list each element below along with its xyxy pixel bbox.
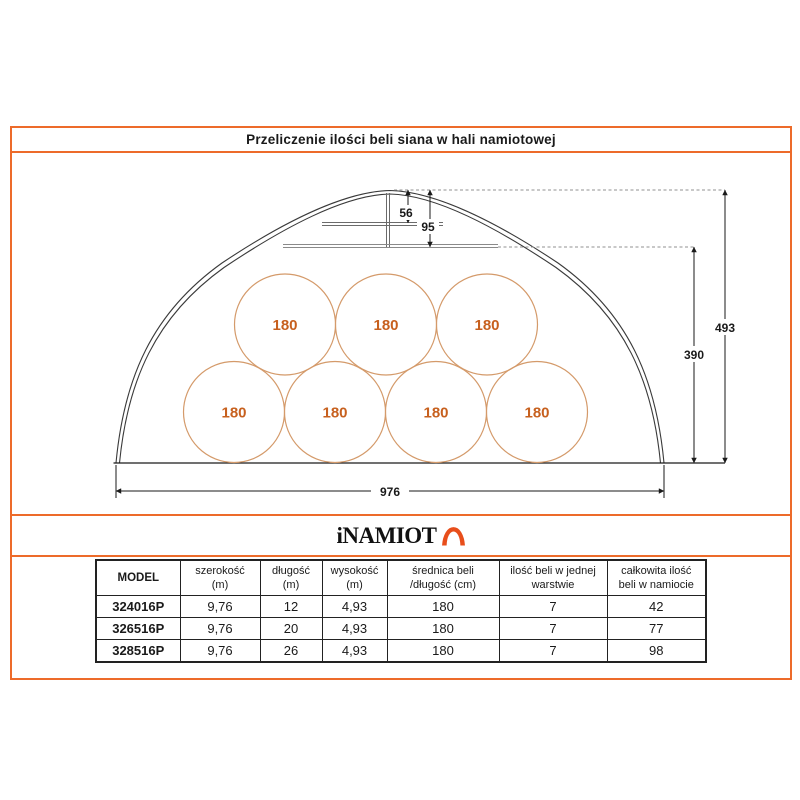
cell-model: 326516P xyxy=(95,617,181,640)
table-row: 328516P 9,76 26 4,93 180 7 98 xyxy=(95,639,707,663)
table-row: 326516P 9,76 20 4,93 180 7 77 xyxy=(95,617,707,640)
cell-total-bales: 42 xyxy=(606,595,707,618)
bale-diameter-label: 180 xyxy=(221,405,246,422)
bale-diameter-label: 180 xyxy=(524,405,549,422)
tent-icon xyxy=(441,527,465,546)
spec-table: MODEL szerokość (m) długość (m) wysokość… xyxy=(95,559,707,663)
brand-logo-text: iNAMIOT xyxy=(336,522,438,548)
cell-length: 12 xyxy=(259,595,323,618)
cell-bale-diameter: 180 xyxy=(386,617,500,640)
tent-diagram: 180 180 180 180 180 180 180 xyxy=(113,189,740,499)
cell-length: 20 xyxy=(259,617,323,640)
cell-total-bales: 98 xyxy=(606,639,707,663)
reference-dashed-lines xyxy=(394,189,725,248)
cell-bales-per-layer: 7 xyxy=(498,595,608,618)
spec-table-panel: MODEL szerokość (m) długość (m) wysokość… xyxy=(10,555,792,680)
hay-bales xyxy=(182,273,589,464)
sheet: Przeliczenie ilości beli siana w hali na… xyxy=(10,126,792,680)
cell-height: 4,93 xyxy=(321,595,388,618)
bale-circle xyxy=(435,273,539,376)
cell-height: 4,93 xyxy=(321,639,388,663)
title-bar: Przeliczenie ilości beli siana w hali na… xyxy=(10,126,792,153)
cell-width: 9,76 xyxy=(179,617,261,640)
table-header-row: MODEL szerokość (m) długość (m) wysokość… xyxy=(95,559,707,596)
bale-diameter-label: 180 xyxy=(423,405,448,422)
dimension-lines xyxy=(115,189,728,498)
col-header-model: MODEL xyxy=(95,559,181,596)
cell-width: 9,76 xyxy=(179,639,261,663)
table-row: 324016P 9,76 12 4,93 180 7 42 xyxy=(95,595,707,618)
apex-frame xyxy=(283,193,498,248)
col-header-bale-diameter: średnica beli /długość (cm) xyxy=(386,559,500,596)
col-header-bales-per-layer: ilość beli w jednej warstwie xyxy=(498,559,608,596)
dim-label-sidewall-height: 390 xyxy=(684,348,704,362)
cell-bale-diameter: 180 xyxy=(386,595,500,618)
dim-label-total-height: 493 xyxy=(715,321,735,335)
cell-length: 26 xyxy=(259,639,323,663)
dim-label-total-width: 976 xyxy=(380,485,400,499)
cell-model: 324016P xyxy=(95,595,181,618)
bale-diameter-label: 180 xyxy=(322,405,347,422)
cell-width: 9,76 xyxy=(179,595,261,618)
diagram-panel: 180 180 180 180 180 180 180 xyxy=(10,151,792,516)
cell-total-bales: 77 xyxy=(606,617,707,640)
bale-diameter-label: 180 xyxy=(373,317,398,334)
col-header-length: długość (m) xyxy=(259,559,323,596)
cell-bales-per-layer: 7 xyxy=(498,617,608,640)
cell-model: 328516P xyxy=(95,639,181,663)
page-title: Przeliczenie ilości beli siana w hali na… xyxy=(246,132,556,147)
dim-label-apex-to-beam: 56 xyxy=(399,206,413,220)
bale-diameter-label: 180 xyxy=(272,317,297,334)
bale-diameter-label: 180 xyxy=(474,317,499,334)
logo-bar: iNAMIOT xyxy=(10,514,792,557)
col-header-width: szerokość (m) xyxy=(179,559,261,596)
cell-bale-diameter: 180 xyxy=(386,639,500,663)
col-header-total-bales: całkowita ilość beli w namiocie xyxy=(606,559,707,596)
bale-circle xyxy=(485,360,589,464)
cell-height: 4,93 xyxy=(321,617,388,640)
dim-label-apex-to-sidewall: 95 xyxy=(421,220,435,234)
cell-bales-per-layer: 7 xyxy=(498,639,608,663)
col-header-height: wysokość (m) xyxy=(321,559,388,596)
